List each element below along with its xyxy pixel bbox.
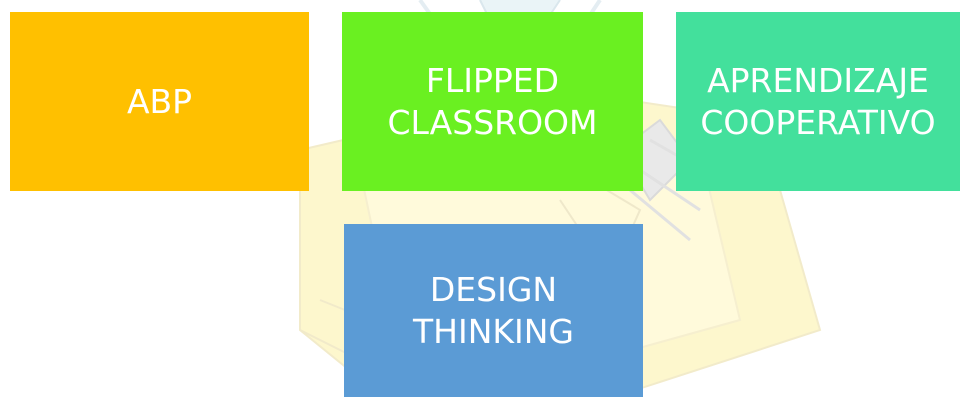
flipped-classroom-box: FLIPPED CLASSROOM: [342, 12, 643, 191]
design-thinking-box: DESIGN THINKING: [344, 224, 643, 397]
aprendizaje-cooperativo-label: APRENDIZAJE COOPERATIVO: [700, 60, 936, 142]
abp-label: ABP: [126, 81, 193, 121]
design-thinking-label: DESIGN THINKING: [412, 269, 575, 351]
abp-box: ABP: [10, 12, 309, 191]
aprendizaje-cooperativo-box: APRENDIZAJE COOPERATIVO: [676, 12, 960, 191]
flipped-classroom-label: FLIPPED CLASSROOM: [387, 60, 598, 142]
